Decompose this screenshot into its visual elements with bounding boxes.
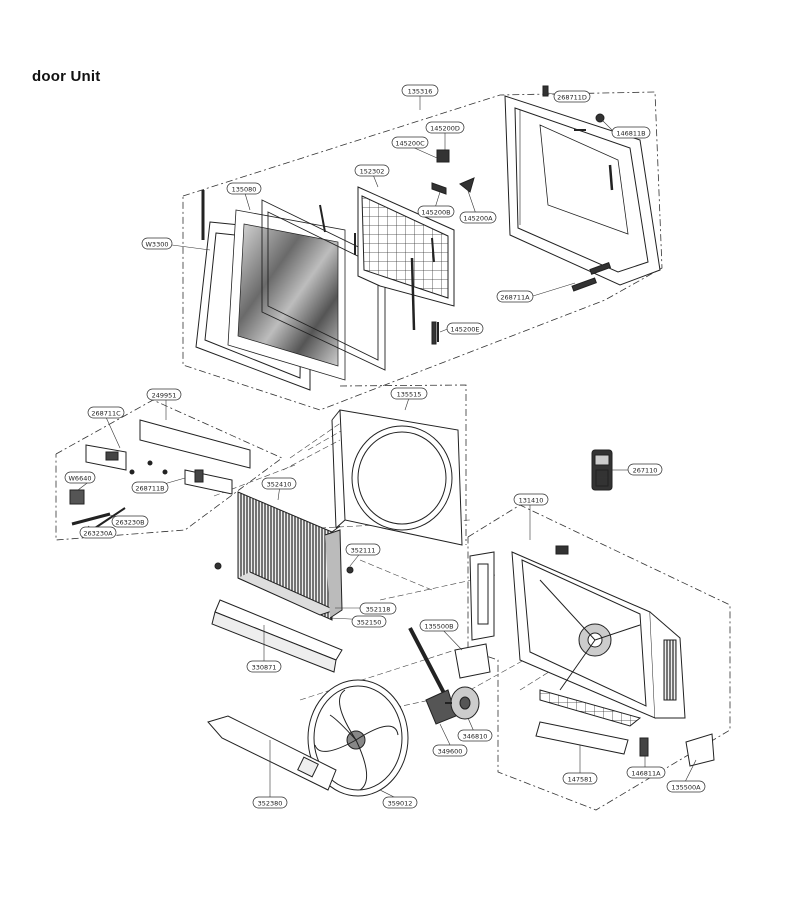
propeller-fan [307, 679, 409, 797]
motor-assembly [408, 627, 491, 725]
label-352150: 352150 [357, 618, 382, 626]
control-panel [69, 419, 251, 531]
label-147581: 147581 [568, 775, 593, 783]
label-131410: 131410 [519, 496, 544, 504]
label-146811a: 146811A [631, 769, 661, 777]
label-135316: 135316 [408, 87, 433, 95]
label-135500a: 135500A [671, 783, 701, 791]
label-330871: 330871 [252, 663, 277, 671]
label-268711b: 268711B [135, 484, 164, 492]
label-352111: 352111 [351, 546, 376, 554]
label-249951: 249951 [152, 391, 177, 399]
label-263230a: 263230A [83, 529, 113, 537]
label-268711d: 268711D [557, 93, 587, 101]
label-145200a: 145200A [463, 214, 493, 222]
label-w6640: W6640 [69, 474, 92, 482]
label-135515: 135515 [397, 390, 422, 398]
label-145200d: 145200D [430, 124, 460, 132]
label-135500b: 135500B [424, 622, 453, 630]
label-w3300: W3300 [146, 240, 169, 248]
label-263230b: 263230B [115, 518, 144, 526]
label-352380: 352380 [258, 799, 283, 807]
label-352410: 352410 [267, 480, 292, 488]
label-145200e: 145200E [451, 325, 480, 333]
middle-frame [261, 199, 386, 371]
label-152302: 152302 [360, 167, 385, 175]
condenser-coil [214, 491, 354, 621]
label-268711c: 268711C [91, 409, 121, 417]
label-146811b: 146811B [616, 129, 645, 137]
base-rail [207, 715, 337, 791]
rear-cabinet-frame [431, 85, 661, 345]
side-panel [469, 551, 495, 641]
drain-pan [211, 599, 343, 673]
label-352118: 352118 [366, 605, 391, 613]
diagram-title: door Unit [32, 68, 101, 85]
label-359012: 359012 [388, 799, 413, 807]
label-267110: 267110 [633, 466, 658, 474]
label-145200b: 145200B [421, 208, 450, 216]
label-346810: 346810 [463, 732, 488, 740]
label-268711a: 268711A [500, 293, 530, 301]
remote-control [591, 449, 613, 491]
label-145200c: 145200C [395, 139, 425, 147]
label-135080: 135080 [232, 185, 257, 193]
front-grille-frame [195, 190, 346, 391]
part-labels: 135316 268711D 145200D 145200C 146811B 1… [64, 84, 706, 809]
air-filter [357, 186, 455, 342]
outer-cabinet [511, 545, 686, 727]
bottom-brackets [535, 721, 715, 767]
label-349600: 349600 [438, 747, 463, 755]
fan-shroud [331, 409, 463, 546]
